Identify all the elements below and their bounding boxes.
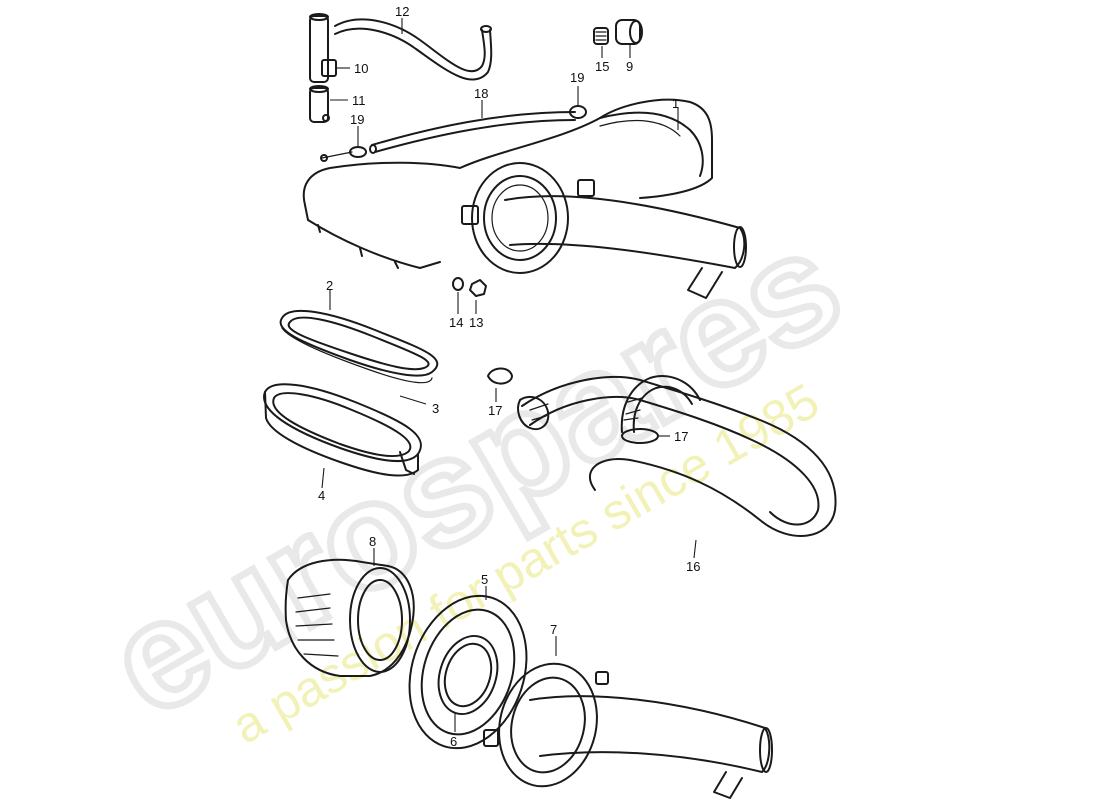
connector-pipe-10 [309, 13, 337, 83]
label-12: 12 [395, 4, 409, 19]
label-6: 6 [450, 734, 457, 749]
watermark: eurospares a passion for parts since 198… [79, 194, 870, 754]
hose-16 [517, 375, 837, 537]
label-15: 15 [595, 59, 609, 74]
label-4: 4 [318, 488, 325, 503]
leader-lines [321, 18, 697, 732]
washer-14 [452, 277, 464, 291]
label-14: 14 [449, 315, 463, 330]
label-11: 11 [352, 93, 366, 108]
nut-13 [469, 279, 487, 297]
label-10: 10 [354, 61, 368, 76]
fitting-15 [593, 27, 609, 45]
label-8: 8 [369, 534, 376, 549]
label-16: 16 [686, 559, 700, 574]
inner-ring-6 [437, 634, 499, 716]
label-19b: 19 [570, 70, 584, 85]
cover-ring-5 [408, 594, 528, 750]
filter-housing-4 [263, 383, 422, 477]
hose-12 [334, 18, 493, 81]
clamp-19a [320, 146, 367, 162]
watermark-brand: eurospares [82, 198, 866, 748]
air-filter-housing-1 [302, 98, 747, 299]
label-13: 13 [469, 315, 483, 330]
gasket-2 [279, 309, 439, 384]
label-17b: 17 [674, 429, 688, 444]
label-5: 5 [481, 572, 488, 587]
hose-18 [369, 111, 576, 154]
filter-element-8 [284, 558, 415, 677]
label-18: 18 [474, 86, 488, 101]
label-1: 1 [672, 96, 679, 111]
label-17a: 17 [488, 403, 502, 418]
label-19a: 19 [350, 112, 364, 127]
cover-intake-7 [483, 662, 773, 799]
label-7: 7 [550, 622, 557, 637]
label-3: 3 [432, 401, 439, 416]
connector-11 [309, 85, 330, 123]
cap-9 [615, 19, 643, 45]
label-2: 2 [326, 278, 333, 293]
label-9: 9 [626, 59, 633, 74]
clamp-17a [487, 367, 513, 385]
callouts: 1 2 3 4 5 6 7 8 9 10 11 12 13 14 15 16 1… [318, 4, 700, 749]
